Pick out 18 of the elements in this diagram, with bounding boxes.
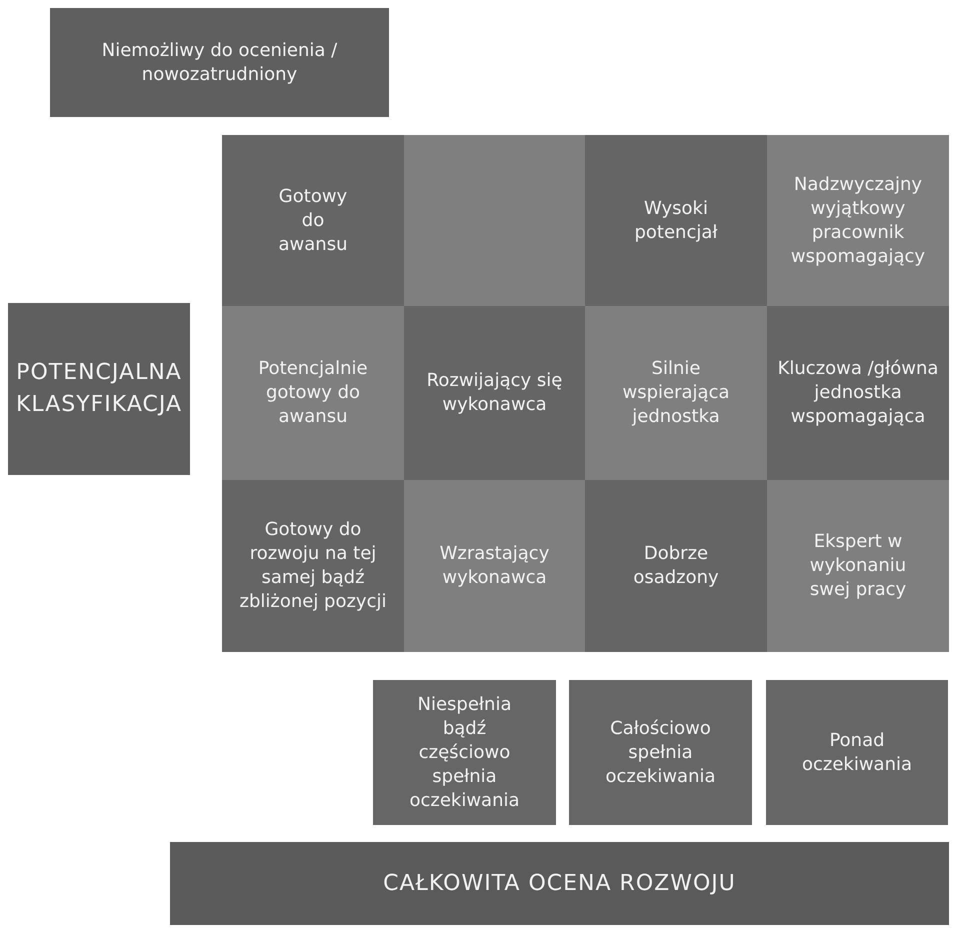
grid-cell: Ekspert w wykonaniu swej pracy — [767, 480, 949, 652]
grid-cell: Rozwijający się wykonawca — [404, 306, 585, 480]
grid-cell: Wzrastający wykonawca — [404, 480, 585, 652]
axis-title-bar: CAŁKOWITA OCENA ROZWOJU — [170, 842, 949, 925]
grid-cell: Potencjalnie gotowy do awansu — [222, 306, 404, 480]
grid-cell: Wysoki potencjał — [585, 135, 767, 306]
grid-cell: Gotowy do awansu — [222, 135, 404, 306]
grid-cell: Kluczowa /główna jednostka wspomagająca — [767, 306, 949, 480]
status-box: Niemożliwy do ocenienia / nowozatrudniony — [50, 8, 389, 117]
grid-cell: Dobrze osadzony — [585, 480, 767, 652]
axis-title-box: POTENCJALNA KLASYFIKACJA — [8, 303, 190, 475]
grid-cell: Gotowy do rozwoju na tej samej bądź zbliżonej pozycji — [222, 480, 404, 652]
rating-box: Całościowo spełnia oczekiwania — [569, 680, 752, 825]
grid-cell: Nadzwyczajny wyjątkowy pracownik wspomagający — [767, 135, 949, 306]
grid-cell: Silnie wspierająca jednostka — [585, 306, 767, 480]
rating-box: Ponad oczekiwania — [766, 680, 948, 825]
grid-cell — [404, 135, 585, 306]
rating-box: Niespełnia bądź częściowo spełnia oczekiwania — [373, 680, 556, 825]
